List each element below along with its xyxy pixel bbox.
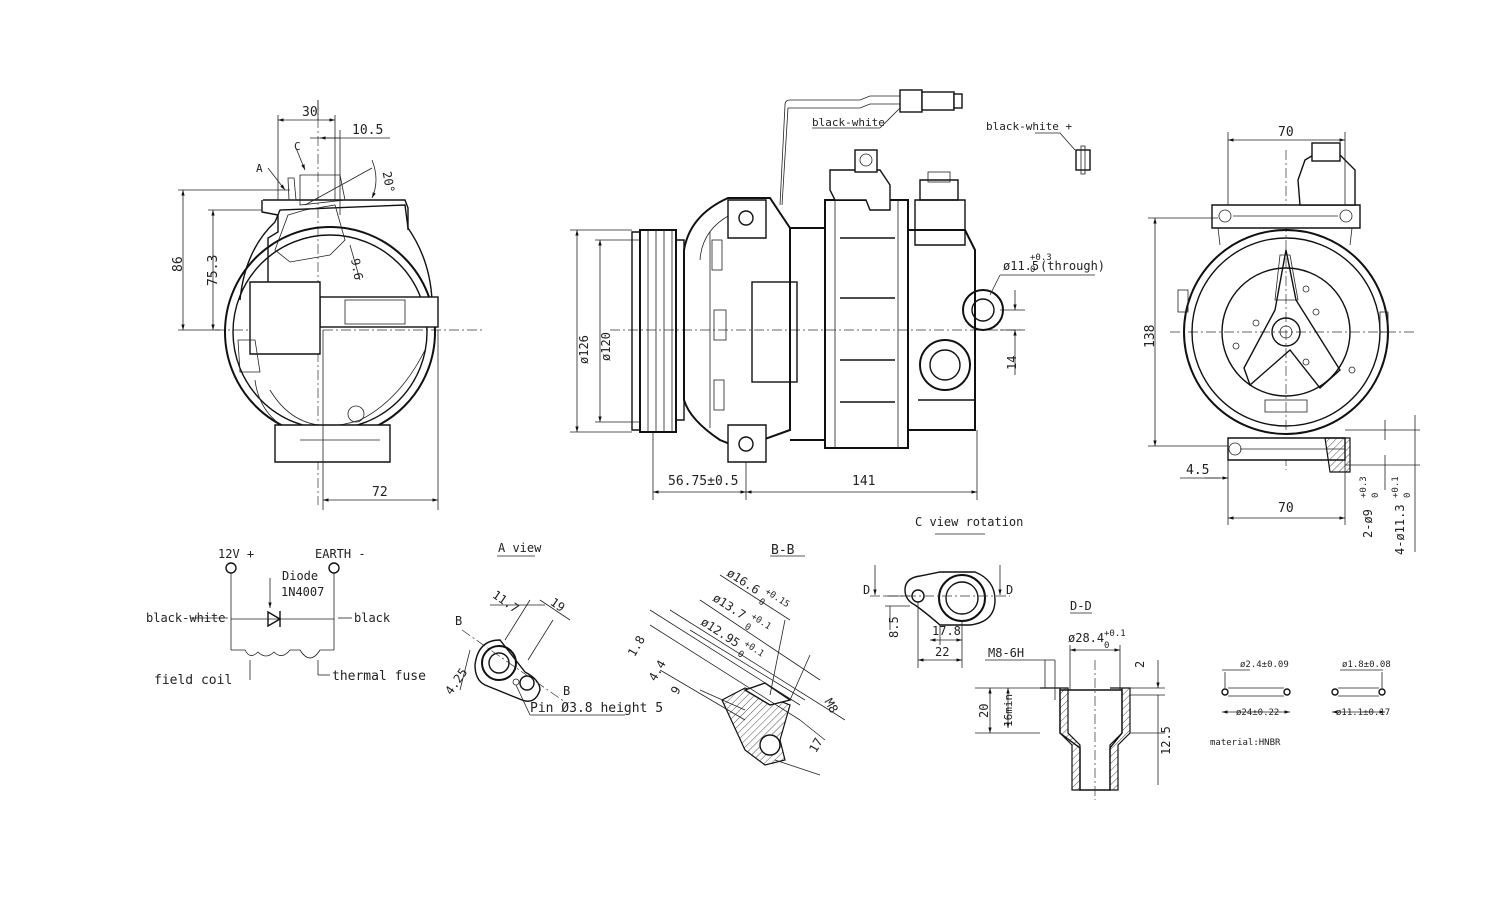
hole-tol-up: +0.3 [1030, 253, 1052, 263]
dim-1-8: 1.8 [625, 633, 648, 659]
dim-22: 22 [935, 645, 949, 659]
hole-label: ø11.5 [1003, 259, 1039, 273]
d166-tol-up: +0.15 [763, 587, 791, 610]
wire-label-2: black-white + [986, 120, 1072, 133]
hole-note: (through) [1040, 259, 1105, 273]
bb-section: B-B ø16.6 +0.15 0 ø13.7 +0.1 0 ø12.95 +0… [625, 543, 846, 776]
label-b2: B [563, 684, 570, 698]
holes-2-tol-up: +0.3 [1359, 476, 1369, 498]
dim-138: 138 [1143, 325, 1158, 348]
label-d2: D [1006, 583, 1013, 597]
circuit-diagram: 12V + EARTH - Diode 1N4007 black-white b… [146, 547, 426, 688]
dim-70-bottom: 70 [1278, 501, 1294, 516]
label-b1: B [455, 614, 462, 628]
dim-m8-6h: M8-6H [988, 646, 1024, 660]
dim-d126: ø126 [577, 335, 591, 364]
dim-19: 19 [548, 595, 568, 615]
label-thermal-fuse: thermal fuse [332, 669, 426, 684]
dim-4-25: 4.25 [442, 666, 470, 698]
rear-view: 70 138 4.5 70 2-ø9 +0.3 0 4-ø11.3 +0.1 0 [1143, 125, 1420, 555]
o1-id: ø24±0.22 [1236, 708, 1279, 718]
dim-2: 2 [1133, 661, 1147, 668]
d1295-tol-up: +0.1 [742, 639, 766, 659]
wire-label-1: black-white [812, 116, 885, 129]
dim-75-3: 75.3 [206, 255, 221, 286]
dim-9-6: 9.6 [348, 257, 366, 281]
d284-tol-up: +0.1 [1104, 629, 1126, 639]
d137-tol-up: +0.1 [749, 612, 773, 632]
label-earth: EARTH - [315, 547, 366, 561]
holes-4-tol-up: +0.1 [1391, 476, 1401, 498]
c-view-title: C view rotation [915, 515, 1023, 529]
d284: ø28.4 [1068, 631, 1104, 645]
label-black: black [354, 611, 391, 625]
label-diode: Diode [282, 569, 318, 583]
c-view: C view rotation D D 8.5 17.8 22 [863, 515, 1023, 668]
dim-20: 20 [977, 704, 991, 718]
dim-70-top: 70 [1278, 125, 1294, 140]
front-view: 30 10.5 20° 86 75.3 9.6 72 A C [171, 100, 485, 510]
dim-9: 9 [668, 684, 684, 697]
dim-11-7: 11.7 [490, 588, 522, 616]
dim-d120: ø120 [599, 332, 613, 361]
bb-title: B-B [771, 543, 795, 558]
holes-2: 2-ø9 [1361, 509, 1375, 538]
dim-141: 141 [852, 474, 875, 489]
dim-14: 14 [1005, 356, 1019, 370]
label-a: A [256, 162, 263, 175]
holes-2-tol-lo: 0 [1371, 493, 1381, 498]
d137-tol-lo: 0 [742, 622, 752, 633]
label-d1: D [863, 583, 870, 597]
dd-section: D-D M8-6H ø28.4 +0.1 0 2 20 16min 12.5 [975, 599, 1173, 800]
pin-label: Pin Ø3.8 height 5 [530, 701, 663, 716]
dim-86: 86 [171, 256, 186, 272]
dd-title: D-D [1070, 599, 1092, 613]
dim-17-8: 17.8 [932, 624, 961, 638]
material-note: material:HNBR [1210, 738, 1281, 748]
dim-12-5: 12.5 [1159, 726, 1173, 755]
dim-16min: 16min [1002, 694, 1015, 727]
dim-10-5: 10.5 [352, 123, 383, 138]
d137: ø13.7 [710, 591, 748, 622]
holes-4-tol-lo: 0 [1403, 493, 1413, 498]
label-field-coil: field coil [154, 673, 232, 688]
dim-4-4: 4.4 [646, 658, 669, 684]
label-12v: 12V + [218, 547, 254, 561]
dim-56-75: 56.75±0.5 [668, 474, 738, 489]
dim-30: 30 [302, 105, 318, 120]
hole-tol-lo: 0 [1030, 265, 1035, 275]
dim-17: 17 [806, 736, 825, 756]
o-rings: ø2.4±0.09 ø24±0.22 ø1.8±0.08 ø11.1±0.17 … [1210, 660, 1391, 748]
o2-id: ø11.1±0.17 [1336, 708, 1390, 718]
dim-8-5: 8.5 [887, 616, 901, 638]
label-c: C [294, 140, 301, 153]
o2-section: ø1.8±0.08 [1342, 660, 1391, 670]
d1295-tol-lo: 0 [735, 649, 745, 660]
label-black-white: black-white [146, 611, 225, 625]
holes-4: 4-ø11.3 [1393, 504, 1407, 555]
d284-tol-lo: 0 [1104, 641, 1109, 651]
a-view-title: A view [498, 541, 542, 555]
d166-tol-lo: 0 [756, 597, 766, 608]
dim-m8: M8 [822, 696, 841, 716]
side-view: ø126 ø120 56.75±0.5 141 14 ø11.5 +0.3 0 … [570, 89, 1105, 500]
dim-20deg: 20° [380, 170, 398, 194]
a-view: A view 11.7 19 4.25 B B Pin Ø3.8 height … [442, 541, 663, 716]
dim-4-5: 4.5 [1186, 463, 1209, 478]
dim-72: 72 [372, 485, 388, 500]
label-diode-part: 1N4007 [281, 585, 324, 599]
o1-section: ø2.4±0.09 [1240, 660, 1289, 670]
